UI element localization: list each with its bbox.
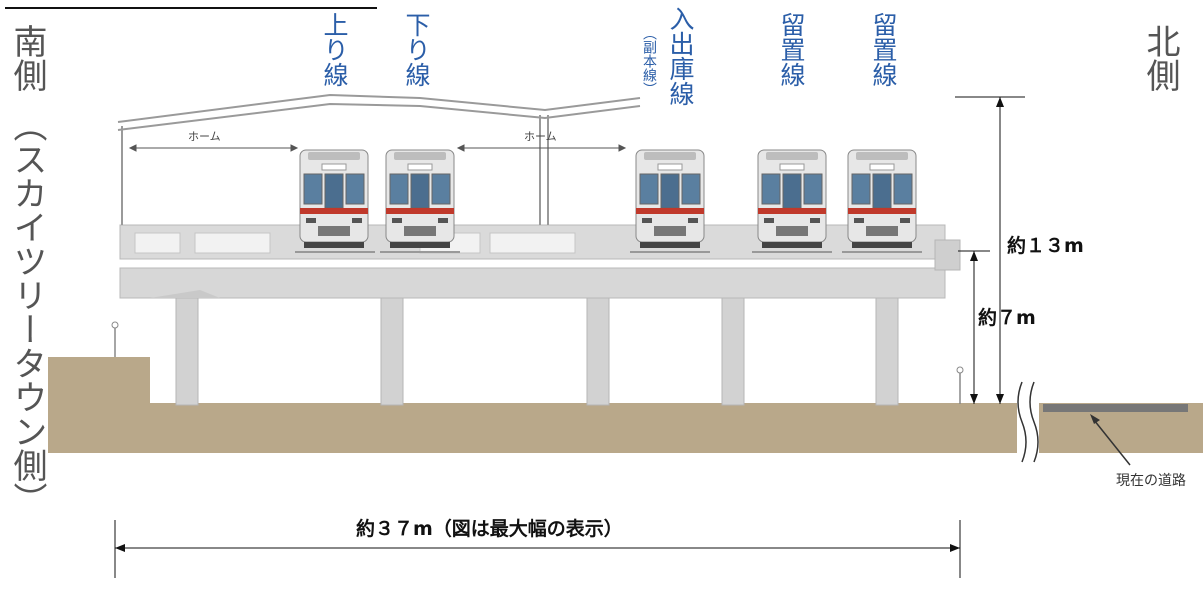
label-siding-1: 留置線 [777, 12, 806, 87]
label-depot-subline: （副本線） [641, 26, 657, 96]
label-down-line: 下り線 [402, 12, 431, 87]
label-skytree-side: （スカイツリータウン側） [7, 108, 47, 516]
label-depot-line: 入出庫線 [666, 6, 695, 106]
label-siding-2: 留置線 [869, 12, 898, 87]
label-north: 北側 [1140, 24, 1180, 92]
train-siding-2 [847, 149, 917, 249]
label-width: 約３７m（図は最大幅の表示） [356, 518, 623, 540]
label-current-road: 現在の道路 [1116, 473, 1186, 489]
train-down-line [385, 149, 455, 249]
label-platform-2: ホーム [524, 130, 557, 143]
label-platform-1: ホーム [188, 130, 221, 143]
south-embankment [48, 357, 150, 405]
train-up-line [299, 149, 369, 249]
label-height-deck: 約７m [978, 307, 1036, 329]
main-deck [119, 267, 946, 299]
road-surface [1043, 404, 1188, 412]
piers [175, 294, 899, 406]
ground [48, 403, 1203, 453]
train-depot-line [635, 149, 705, 249]
label-up-line: 上り線 [320, 12, 349, 87]
train-siding-1 [757, 149, 827, 249]
platform-roof [117, 93, 641, 225]
label-height-total: 約１３m [1007, 235, 1084, 257]
ground-break [1017, 380, 1039, 460]
label-south: 南側 [7, 24, 47, 92]
